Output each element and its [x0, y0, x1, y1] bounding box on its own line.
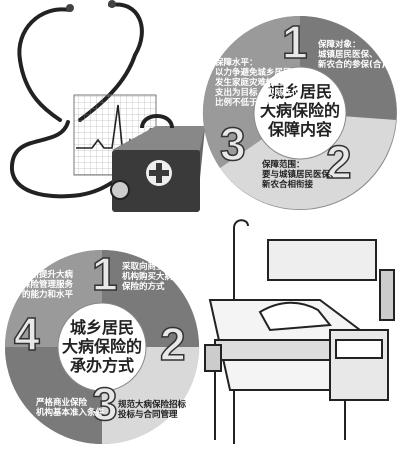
hospital-bed-icon: [204, 219, 395, 444]
upper-number-1: 1: [282, 16, 308, 68]
upper-circle: [202, 15, 397, 210]
medical-bag-icon: [110, 114, 205, 212]
upper-circle-title: 城乡居民 大病保险的 保障内容: [260, 82, 341, 139]
lower-segment-3-text: 严格商业保险 机构基本准入条件: [36, 398, 105, 418]
lower-circle: [5, 250, 199, 444]
upper-segment-1-text: 保障对象： 城镇居民医保、 新农合的参保(合)人: [318, 40, 394, 70]
lower-segment-4-text: 不断提升大病 保险管理服务 的能力和水平: [22, 270, 74, 300]
upper-segment-2-text: 保障范围： 要与城镇居民医保、 新农合相衔接: [262, 160, 339, 190]
lower-segment-2-text: 规范大病保险招标 投标与合同管理: [118, 400, 187, 420]
lower-circle-title: 城乡居民 大病保险的 承办方式: [62, 318, 143, 375]
upper-number-2: 2: [326, 136, 352, 188]
lower-number-1: 1: [92, 248, 118, 300]
lower-segment-1-text: 采取向商业保险 机构购买大病 保险的方式: [122, 262, 182, 292]
lower-number-2: 2: [160, 318, 186, 370]
lower-number-4: 4: [14, 308, 40, 360]
lower-number-3: 3: [92, 378, 118, 430]
upper-segment-3-text: 保障水平： 以力争避免城乡居民 发生家庭灾难性医疗 支出为目标，实际支付 比例不…: [215, 58, 301, 108]
upper-number-3: 3: [220, 118, 246, 170]
